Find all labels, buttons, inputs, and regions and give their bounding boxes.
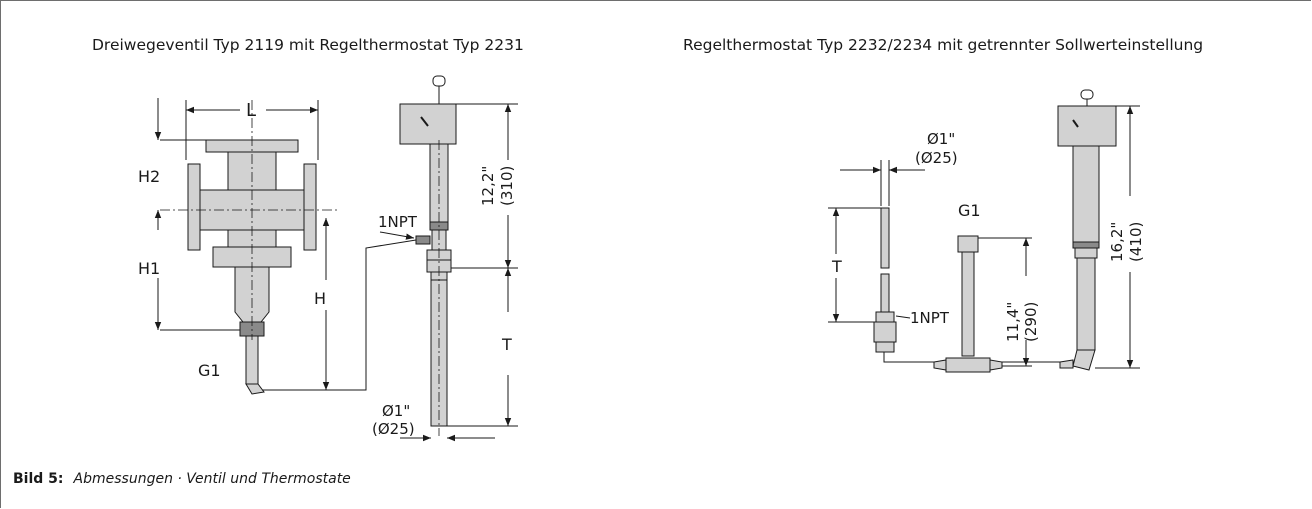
sensor-rod (873, 207, 897, 353)
label-T-left: T (501, 335, 512, 354)
label-L: L (246, 100, 256, 121)
right-figure-title: Regelthermostat Typ 2232/2234 mit getren… (683, 36, 1204, 54)
caption-number: Bild 5: (13, 471, 64, 487)
three-way-valve (160, 100, 340, 395)
label-G1-right: G1 (958, 201, 981, 220)
label-H: H (314, 289, 326, 308)
label-H2: H2 (138, 167, 160, 186)
label-H1: H1 (138, 259, 160, 278)
label-dia-mm-left: (Ø25) (372, 420, 415, 438)
label-height-mm-left: (310) (498, 166, 516, 206)
label-mid-in-right: 11,4" (1004, 302, 1022, 342)
label-1NPT-left: 1NPT (378, 213, 418, 231)
caption-text: Abmessungen · Ventil und Thermostate (73, 471, 351, 487)
setpoint-adjuster (933, 235, 1003, 373)
capillary-tube-right (883, 352, 1080, 363)
label-1NPT-right: 1NPT (910, 309, 950, 327)
label-T-right: T (831, 257, 842, 276)
label-tall-mm-right: (410) (1127, 222, 1145, 262)
label-dia-in-left: Ø1" (382, 402, 410, 420)
label-tall-in-right: 16,2" (1108, 222, 1126, 262)
left-figure-title: Dreiwegeventil Typ 2119 mit Regelthermos… (92, 36, 524, 54)
thermostat-2232 (1057, 89, 1117, 371)
capillary-tube-left (262, 239, 417, 391)
label-mid-mm-right: (290) (1022, 302, 1040, 342)
left-dimensions (154, 98, 518, 442)
thermostat-2231 (399, 75, 457, 436)
figure-caption: Bild 5: Abmessungen · Ventil und Thermost… (13, 471, 351, 487)
label-dia-mm-right: (Ø25) (915, 149, 958, 167)
label-G1-left: G1 (198, 361, 221, 380)
label-height-in-left: 12,2" (479, 166, 497, 206)
label-dia-in-right: Ø1" (927, 130, 955, 148)
right-dimensions (828, 105, 1140, 369)
